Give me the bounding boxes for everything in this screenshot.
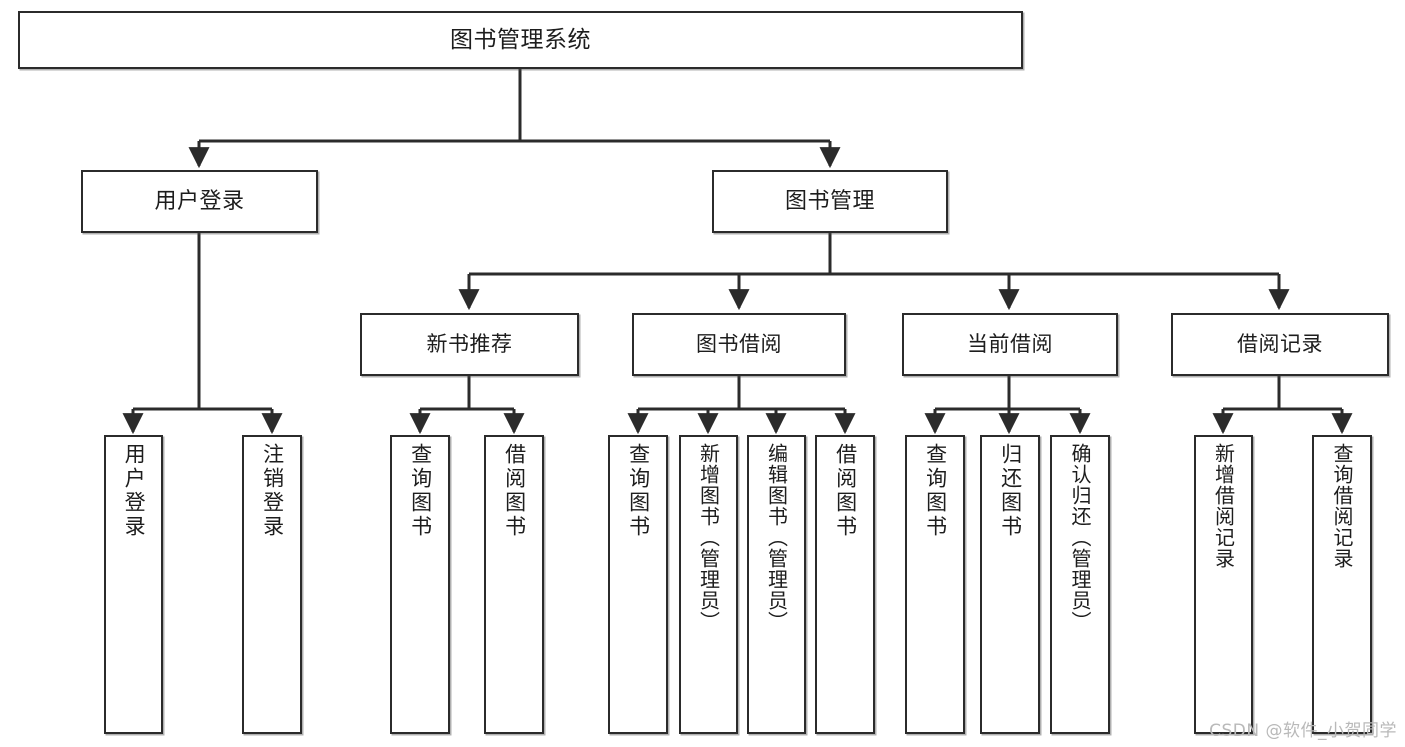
- node-leaf-logout-login-label: 注销登录: [260, 443, 285, 539]
- node-root-label: 图书管理系统: [450, 26, 591, 53]
- node-leaf-query-book-1-label: 查询图书: [408, 443, 433, 539]
- node-leaf-query-book-1[interactable]: 查询图书: [390, 435, 450, 734]
- node-book-management[interactable]: 图书管理: [712, 170, 948, 233]
- node-leaf-borrow-book-1-label: 借阅图书: [502, 443, 527, 539]
- node-book-management-label: 图书管理: [784, 188, 875, 214]
- node-leaf-add-borrow-record[interactable]: 新增借阅记录: [1194, 435, 1253, 734]
- node-borrow-record[interactable]: 借阅记录: [1171, 313, 1389, 376]
- node-borrow-record-label: 借阅记录: [1237, 331, 1323, 356]
- node-leaf-borrow-book-2[interactable]: 借阅图书: [815, 435, 875, 734]
- node-leaf-add-book-admin-label: 新增图书（管理员）: [696, 443, 721, 632]
- node-leaf-query-book-3-label: 查询图书: [923, 443, 948, 539]
- node-current-borrow-label: 当前借阅: [967, 331, 1053, 356]
- node-user-login[interactable]: 用户登录: [81, 170, 318, 233]
- node-leaf-confirm-return-admin[interactable]: 确认归还（管理员）: [1050, 435, 1110, 734]
- node-leaf-return-book[interactable]: 归还图书: [980, 435, 1040, 734]
- node-leaf-logout-login[interactable]: 注销登录: [242, 435, 302, 734]
- node-leaf-edit-book-admin[interactable]: 编辑图书（管理员）: [747, 435, 806, 734]
- node-leaf-edit-book-admin-label: 编辑图书（管理员）: [764, 443, 789, 632]
- node-leaf-query-book-2[interactable]: 查询图书: [608, 435, 668, 734]
- node-leaf-borrow-book-2-label: 借阅图书: [833, 443, 858, 539]
- csdn-watermark: CSDN @软件_小贺同学: [1209, 721, 1397, 741]
- node-book-borrow[interactable]: 图书借阅: [632, 313, 846, 376]
- node-leaf-user-login[interactable]: 用户登录: [104, 435, 163, 734]
- node-new-book-recommend[interactable]: 新书推荐: [360, 313, 579, 376]
- node-user-login-label: 用户登录: [154, 188, 245, 214]
- node-leaf-add-borrow-record-label: 新增借阅记录: [1211, 443, 1236, 569]
- node-leaf-borrow-book-1[interactable]: 借阅图书: [484, 435, 544, 734]
- node-leaf-return-book-label: 归还图书: [998, 443, 1023, 539]
- node-root[interactable]: 图书管理系统: [18, 11, 1023, 69]
- node-leaf-query-book-3[interactable]: 查询图书: [905, 435, 965, 734]
- node-leaf-query-borrow-record-label: 查询借阅记录: [1330, 443, 1354, 569]
- node-leaf-user-login-label: 用户登录: [122, 443, 147, 539]
- node-leaf-query-book-2-label: 查询图书: [626, 443, 651, 539]
- node-current-borrow[interactable]: 当前借阅: [902, 313, 1118, 376]
- node-leaf-add-book-admin[interactable]: 新增图书（管理员）: [679, 435, 738, 734]
- node-new-book-recommend-label: 新书推荐: [426, 331, 513, 356]
- node-leaf-query-borrow-record[interactable]: 查询借阅记录: [1312, 435, 1372, 734]
- node-book-borrow-label: 图书借阅: [696, 331, 782, 356]
- node-leaf-confirm-return-admin-label: 确认归还（管理员）: [1068, 443, 1092, 632]
